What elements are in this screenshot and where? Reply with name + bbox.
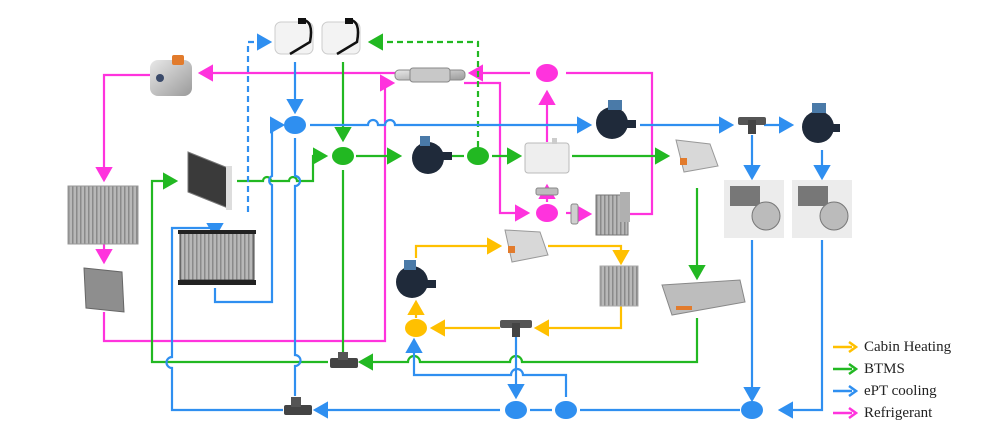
legend-label: ePT cooling (864, 382, 937, 399)
ept-three-way-valve-icon (738, 117, 766, 134)
heater-core-icon (599, 265, 639, 307)
legend: Cabin Heating BTMS ePT cooling Refrigera… (832, 336, 992, 424)
edrive-1-icon (724, 180, 784, 238)
junction-node-btms-2 (467, 147, 489, 165)
btms-pump-icon (412, 136, 452, 174)
condenser-icon (67, 185, 139, 245)
expansion-tank-1-icon (274, 18, 314, 56)
edrive-2-icon (792, 180, 852, 238)
cabin-pump-icon (396, 260, 436, 298)
cabin-heating-loop (407, 237, 630, 337)
legend-item-refrigerant: Refrigerant (832, 402, 992, 424)
refrigerant-loop (95, 64, 654, 343)
junction-node-ept-top (284, 116, 306, 134)
expansion-valve-2-icon (570, 203, 579, 225)
ept-multiway-valve-icon (284, 397, 312, 415)
junction-node-ept-bottom-2 (555, 401, 577, 419)
expansion-tank-2-icon (321, 18, 361, 56)
legend-item-ept-cooling: ePT cooling (832, 380, 992, 402)
radiator-icon (178, 230, 256, 285)
green-arrow-icon (833, 363, 858, 375)
ept-pump-2-icon (802, 103, 840, 143)
cabin-three-way-valve-icon (500, 320, 532, 337)
blue-arrow-icon (833, 385, 858, 397)
sub-cooler-icon (83, 267, 125, 313)
btms-multiway-valve-icon (330, 352, 358, 368)
compressor-icon (150, 55, 192, 96)
ept-cooling-loop (165, 33, 831, 419)
onboard-charger-icon (675, 139, 719, 173)
battery-pack-icon (661, 279, 746, 316)
evaporator-icon (595, 192, 630, 236)
internal-heat-exchanger-icon (394, 67, 466, 83)
expansion-valve-1-icon (535, 187, 559, 196)
magenta-arrow-icon (833, 407, 858, 419)
junction-node-refrigerant-top (536, 64, 558, 82)
high-voltage-heater-icon (504, 229, 549, 263)
junction-node-refrigerant-mid (536, 204, 558, 222)
legend-label: Refrigerant (864, 404, 933, 421)
junction-node-btms-1 (332, 147, 354, 165)
legend-item-cabin-heating: Cabin Heating (832, 336, 992, 358)
junction-node-cabin (405, 319, 427, 337)
legend-item-btms: BTMS (832, 358, 992, 380)
ept-pump-1-icon (596, 100, 636, 139)
legend-label: BTMS (864, 360, 905, 377)
chiller-icon (524, 138, 570, 174)
low-temp-radiator-icon (187, 151, 232, 210)
junction-node-ept-bottom-1 (505, 401, 527, 419)
yellow-arrow-icon (833, 341, 858, 353)
btms-loop (150, 33, 706, 371)
legend-label: Cabin Heating (864, 338, 952, 355)
junction-node-ept-bottom-3 (741, 401, 763, 419)
